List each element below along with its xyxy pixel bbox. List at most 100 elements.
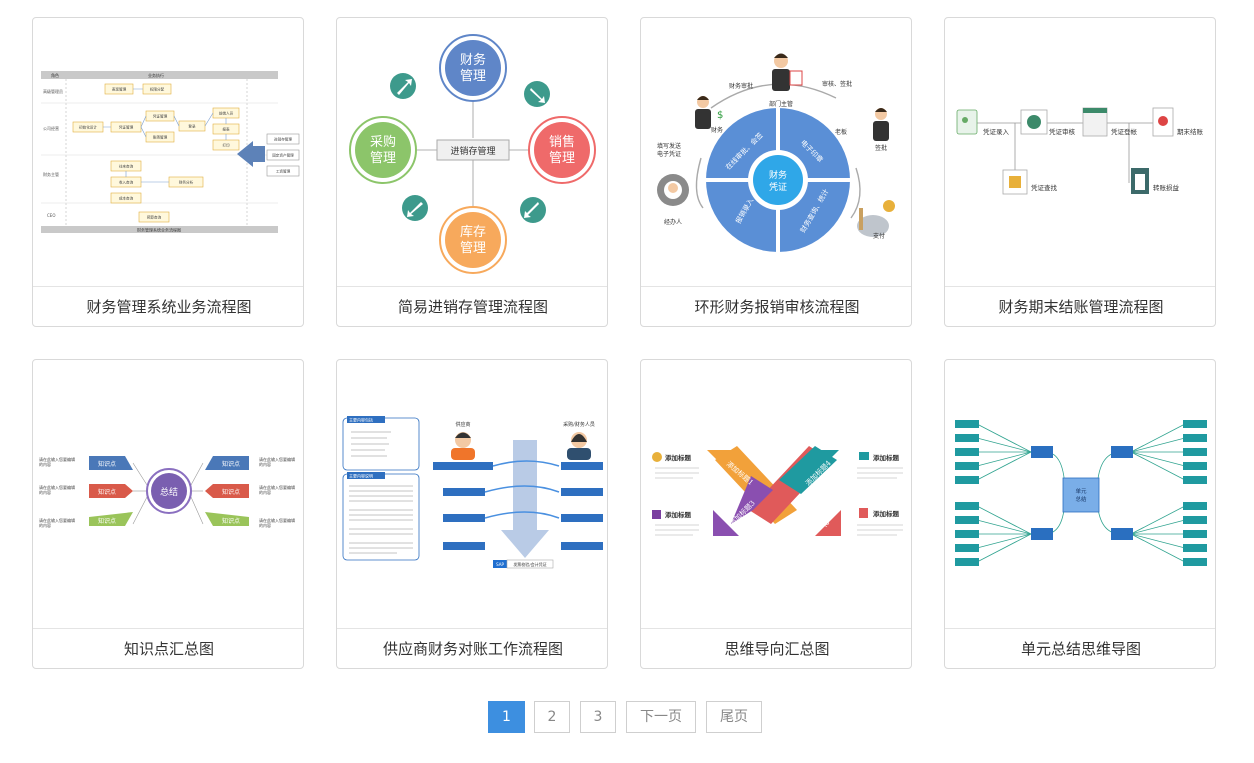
template-card-8[interactable]: 单元 总结 单元总结思维导图 <box>944 359 1216 669</box>
ring-label: 财务审批 <box>729 82 753 90</box>
step-label: 凭证审核 <box>1049 127 1076 136</box>
card-title[interactable]: 思维导向汇总图 <box>724 640 830 658</box>
sub-label: 转账损益 <box>1153 183 1180 192</box>
thumbnail-7: 添加标题1 添加标题2 添加标题3 添加标题4 添加标题 添加标题 添加标题 添… <box>641 360 911 629</box>
avatar-staff-icon <box>567 432 591 460</box>
page-2-button[interactable]: 2 <box>534 701 570 733</box>
gear-icon <box>1020 109 1048 135</box>
svg-text:的内容: 的内容 <box>259 461 271 467</box>
node-right-1: 销售 <box>549 134 575 150</box>
folder-icon <box>1002 169 1028 195</box>
ring-label: 部门主管 <box>769 100 793 108</box>
thumbnail-5: 总结 知识点 知识点 知识点 知识点 知识点 知识点 请在此输入您要编辑的内容 <box>33 360 303 629</box>
card-title[interactable]: 供应商财务对账工作流程图 <box>382 640 563 658</box>
ring-label: 财务 <box>711 126 723 134</box>
ring-label: 老板 <box>835 128 847 136</box>
item-title: 添加标题 <box>873 453 900 462</box>
flow-box: 权限分配 <box>150 87 165 92</box>
ring-label: 经办人 <box>664 218 682 226</box>
note: 请在此输入您要编辑 <box>39 484 75 490</box>
tag-label: 知识点 <box>222 460 240 468</box>
card-title[interactable]: 知识点汇总图 <box>123 640 214 658</box>
template-card-4[interactable]: 凭证录入 凭证审核 凭证登帐 期末结账 凭证查找 转账损益 财务期末结账管理流程… <box>944 17 1216 327</box>
flow-side: 工资管理 <box>276 169 291 174</box>
flow-footer: 财务管理系统业务流程图 <box>137 227 181 233</box>
thumbnail-3: 财务 凭证 在线审批、会签 电子印章 报销录入 财务查询、统计 $ <box>641 18 911 287</box>
flow-box: 往来查询 <box>119 164 134 169</box>
panel-1-title: 主要内容包括 <box>349 417 373 423</box>
node-bottom-1: 库存 <box>460 224 486 240</box>
flow-box: 前端人员 <box>219 111 234 116</box>
template-card-1[interactable]: 角色 业务执行 高级管理员 公司经营 财务主管 CEO <box>32 17 304 327</box>
tag-label: 知识点 <box>98 488 116 496</box>
template-card-7[interactable]: 添加标题1 添加标题2 添加标题3 添加标题4 添加标题 添加标题 添加标题 添… <box>640 359 912 669</box>
template-card-3[interactable]: 财务 凭证 在线审批、会签 电子印章 报销录入 财务查询、统计 $ <box>640 17 912 327</box>
note: 请在此输入您要编辑 <box>39 456 75 462</box>
list-icon <box>1082 107 1108 137</box>
svg-text:的内容: 的内容 <box>259 522 271 528</box>
page-1-button[interactable]: 1 <box>488 701 525 733</box>
flow-box: 报表 <box>222 127 230 132</box>
flow-box: 凭证管理 <box>119 125 134 130</box>
note-icon <box>859 508 868 518</box>
step-label: 期末结账 <box>1177 127 1204 136</box>
tag-label: 知识点 <box>98 460 116 468</box>
flow-row-3: 财务主管 <box>43 171 59 177</box>
flow-box: 打印 <box>222 143 230 148</box>
tag-label: 知识点 <box>222 517 240 525</box>
sap-text: 发票校验/会计凭证 <box>513 561 546 567</box>
svg-text:的内容: 的内容 <box>259 489 271 495</box>
sun-icon <box>652 452 662 462</box>
note: 请在此输入您要编辑 <box>39 517 75 523</box>
node-right-2: 管理 <box>549 151 575 166</box>
center-node-1: 单元 <box>1075 487 1087 495</box>
ring-center-1: 财务 <box>769 169 787 181</box>
arrow-label: 添加标题2 <box>801 501 832 529</box>
next-page-button[interactable]: 下一页 <box>626 701 696 733</box>
page-3-button[interactable]: 3 <box>580 701 616 733</box>
ring-center-2: 凭证 <box>769 181 787 193</box>
card-title[interactable]: 财务管理系统业务流程图 <box>86 298 252 316</box>
item-title: 添加标题 <box>665 453 692 462</box>
card-title[interactable]: 财务期末结账管理流程图 <box>998 298 1164 316</box>
piggy-bank-icon <box>857 200 895 237</box>
template-card-5[interactable]: 总结 知识点 知识点 知识点 知识点 知识点 知识点 请在此输入您要编辑的内容 <box>32 359 304 669</box>
flow-side: 进销存管理 <box>274 137 292 142</box>
svg-text:的内容: 的内容 <box>39 522 51 528</box>
thumbnail-2: 财务 管理 采购 管理 销售 管理 库存 管理 进销存管理 <box>337 18 607 287</box>
panel-2-title: 主要内容说明 <box>349 473 373 479</box>
card-title[interactable]: 单元总结思维导图 <box>1020 640 1141 658</box>
flow-header-right: 业务执行 <box>148 72 164 78</box>
thumbnail-8: 单元 总结 <box>945 360 1215 629</box>
bag-icon <box>859 452 869 460</box>
ring-label: 电子凭证 <box>657 150 681 158</box>
svg-text:的内容: 的内容 <box>39 489 51 495</box>
sap-badge: SAP <box>496 562 504 567</box>
flow-box: 成本查询 <box>119 196 134 201</box>
note: 请在此输入您要编辑 <box>259 517 295 523</box>
sub-label: 凭证查找 <box>1031 183 1058 192</box>
template-card-2[interactable]: 财务 管理 采购 管理 销售 管理 库存 管理 进销存管理 <box>336 17 608 327</box>
svg-text:的内容: 的内容 <box>39 461 51 467</box>
tag-label: 知识点 <box>222 488 240 496</box>
last-page-button[interactable]: 尾页 <box>706 701 762 733</box>
svg-text:$: $ <box>717 110 723 121</box>
card-title[interactable]: 环形财务报销审核流程图 <box>694 298 860 316</box>
flow-row-1: 高级管理员 <box>43 88 63 94</box>
flow-box: 表现管理 <box>112 87 127 92</box>
node-top-1: 财务 <box>460 52 486 68</box>
node-left-1: 采购 <box>370 134 396 150</box>
person-manager-icon <box>873 108 889 141</box>
card-title[interactable]: 简易进销存管理流程图 <box>397 298 548 316</box>
avatar-supplier-icon <box>451 432 475 460</box>
template-card-6[interactable]: 主要内容包括 主要内容说明 供应商 采购/财务人员 <box>336 359 608 669</box>
ring-label: 审核、签批 <box>822 80 852 88</box>
gear-icon <box>657 174 689 206</box>
person-finance-icon: $ <box>695 96 723 129</box>
ring-label: 填写发送 <box>657 142 681 150</box>
thumbnail-6: 主要内容包括 主要内容说明 供应商 采购/财务人员 <box>337 360 607 629</box>
flow-box: 收入查询 <box>119 180 134 185</box>
center-node: 总结 <box>160 486 178 498</box>
tag-label: 知识点 <box>98 517 116 525</box>
clipboard-icon <box>1131 168 1149 194</box>
